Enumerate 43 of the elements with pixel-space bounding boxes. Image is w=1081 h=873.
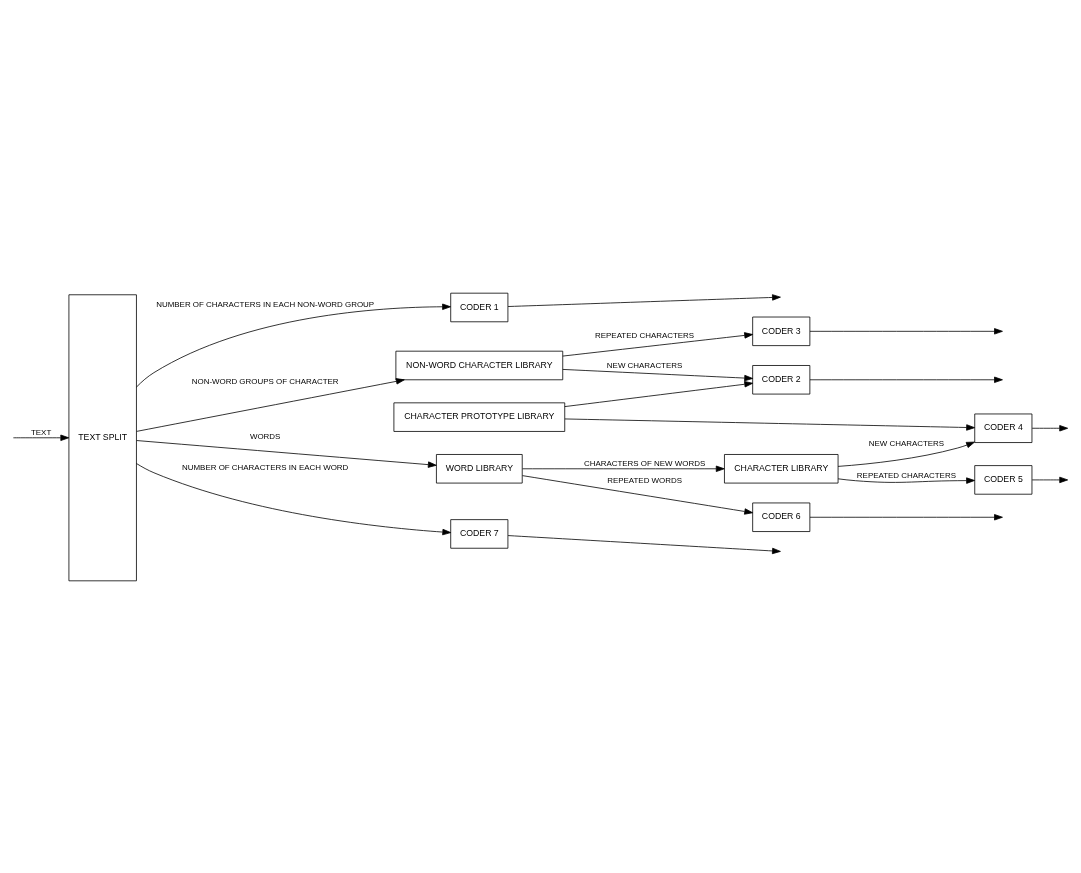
- arrow: [136, 377, 405, 432]
- arrow: [12, 434, 70, 441]
- arrow: [809, 513, 1003, 520]
- arrow: [564, 380, 754, 407]
- edge-label: REPEATED WORDS: [607, 475, 683, 485]
- arrow: [1031, 424, 1069, 431]
- node-box: TEXT SPLIT: [68, 293, 137, 581]
- edge-label: NON-WORD GROUPS OF CHARACTER: [191, 376, 339, 386]
- arrow: [522, 465, 725, 472]
- arrow: [809, 376, 1003, 383]
- node-box: CODER 6: [752, 502, 811, 532]
- arrow: [1031, 476, 1069, 483]
- arrow: [562, 368, 753, 381]
- arrow: [809, 327, 1003, 334]
- arrow: [136, 462, 452, 535]
- arrow: [136, 439, 437, 468]
- arrow: [522, 474, 754, 515]
- node-box: NON-WORD CHARACTER LIBRARY: [395, 350, 564, 380]
- edge-label: WORDS: [249, 431, 281, 441]
- edge-label: CHARACTERS OF NEW WORDS: [583, 458, 706, 468]
- node-box: CODER 3: [752, 316, 811, 346]
- node-box: CODER 4: [974, 413, 1033, 443]
- edge-label: NEW CHARACTERS: [606, 360, 683, 370]
- node-box: CHARACTER PROTOTYPE LIBRARY: [393, 401, 566, 432]
- arrow: [837, 476, 975, 484]
- node-box: CHARACTER LIBRARY: [724, 453, 839, 483]
- edge-label: TEXT: [30, 427, 52, 437]
- node-box: WORD LIBRARY: [436, 453, 523, 483]
- node-box: CODER 1: [450, 292, 509, 322]
- edge-label: NUMBER OF CHARACTERS IN EACH WORD: [182, 462, 349, 472]
- edge-label: REPEATED CHARACTERS: [595, 330, 695, 340]
- node-box: CODER 5: [974, 464, 1033, 495]
- arrow: [507, 534, 781, 554]
- arrow: [564, 418, 975, 431]
- arrow: [562, 331, 753, 356]
- edge-label: NUMBER OF CHARACTERS IN EACH NON-WORD GROUP: [156, 299, 375, 309]
- edge-label: REPEATED CHARACTERS: [856, 470, 956, 480]
- node-box: CODER 2: [752, 364, 811, 394]
- arrow: [837, 441, 975, 467]
- arrow: [507, 293, 781, 307]
- edge-label: NEW CHARACTERS: [868, 438, 945, 448]
- node-box: CODER 7: [450, 518, 509, 549]
- arrow: [136, 303, 451, 387]
